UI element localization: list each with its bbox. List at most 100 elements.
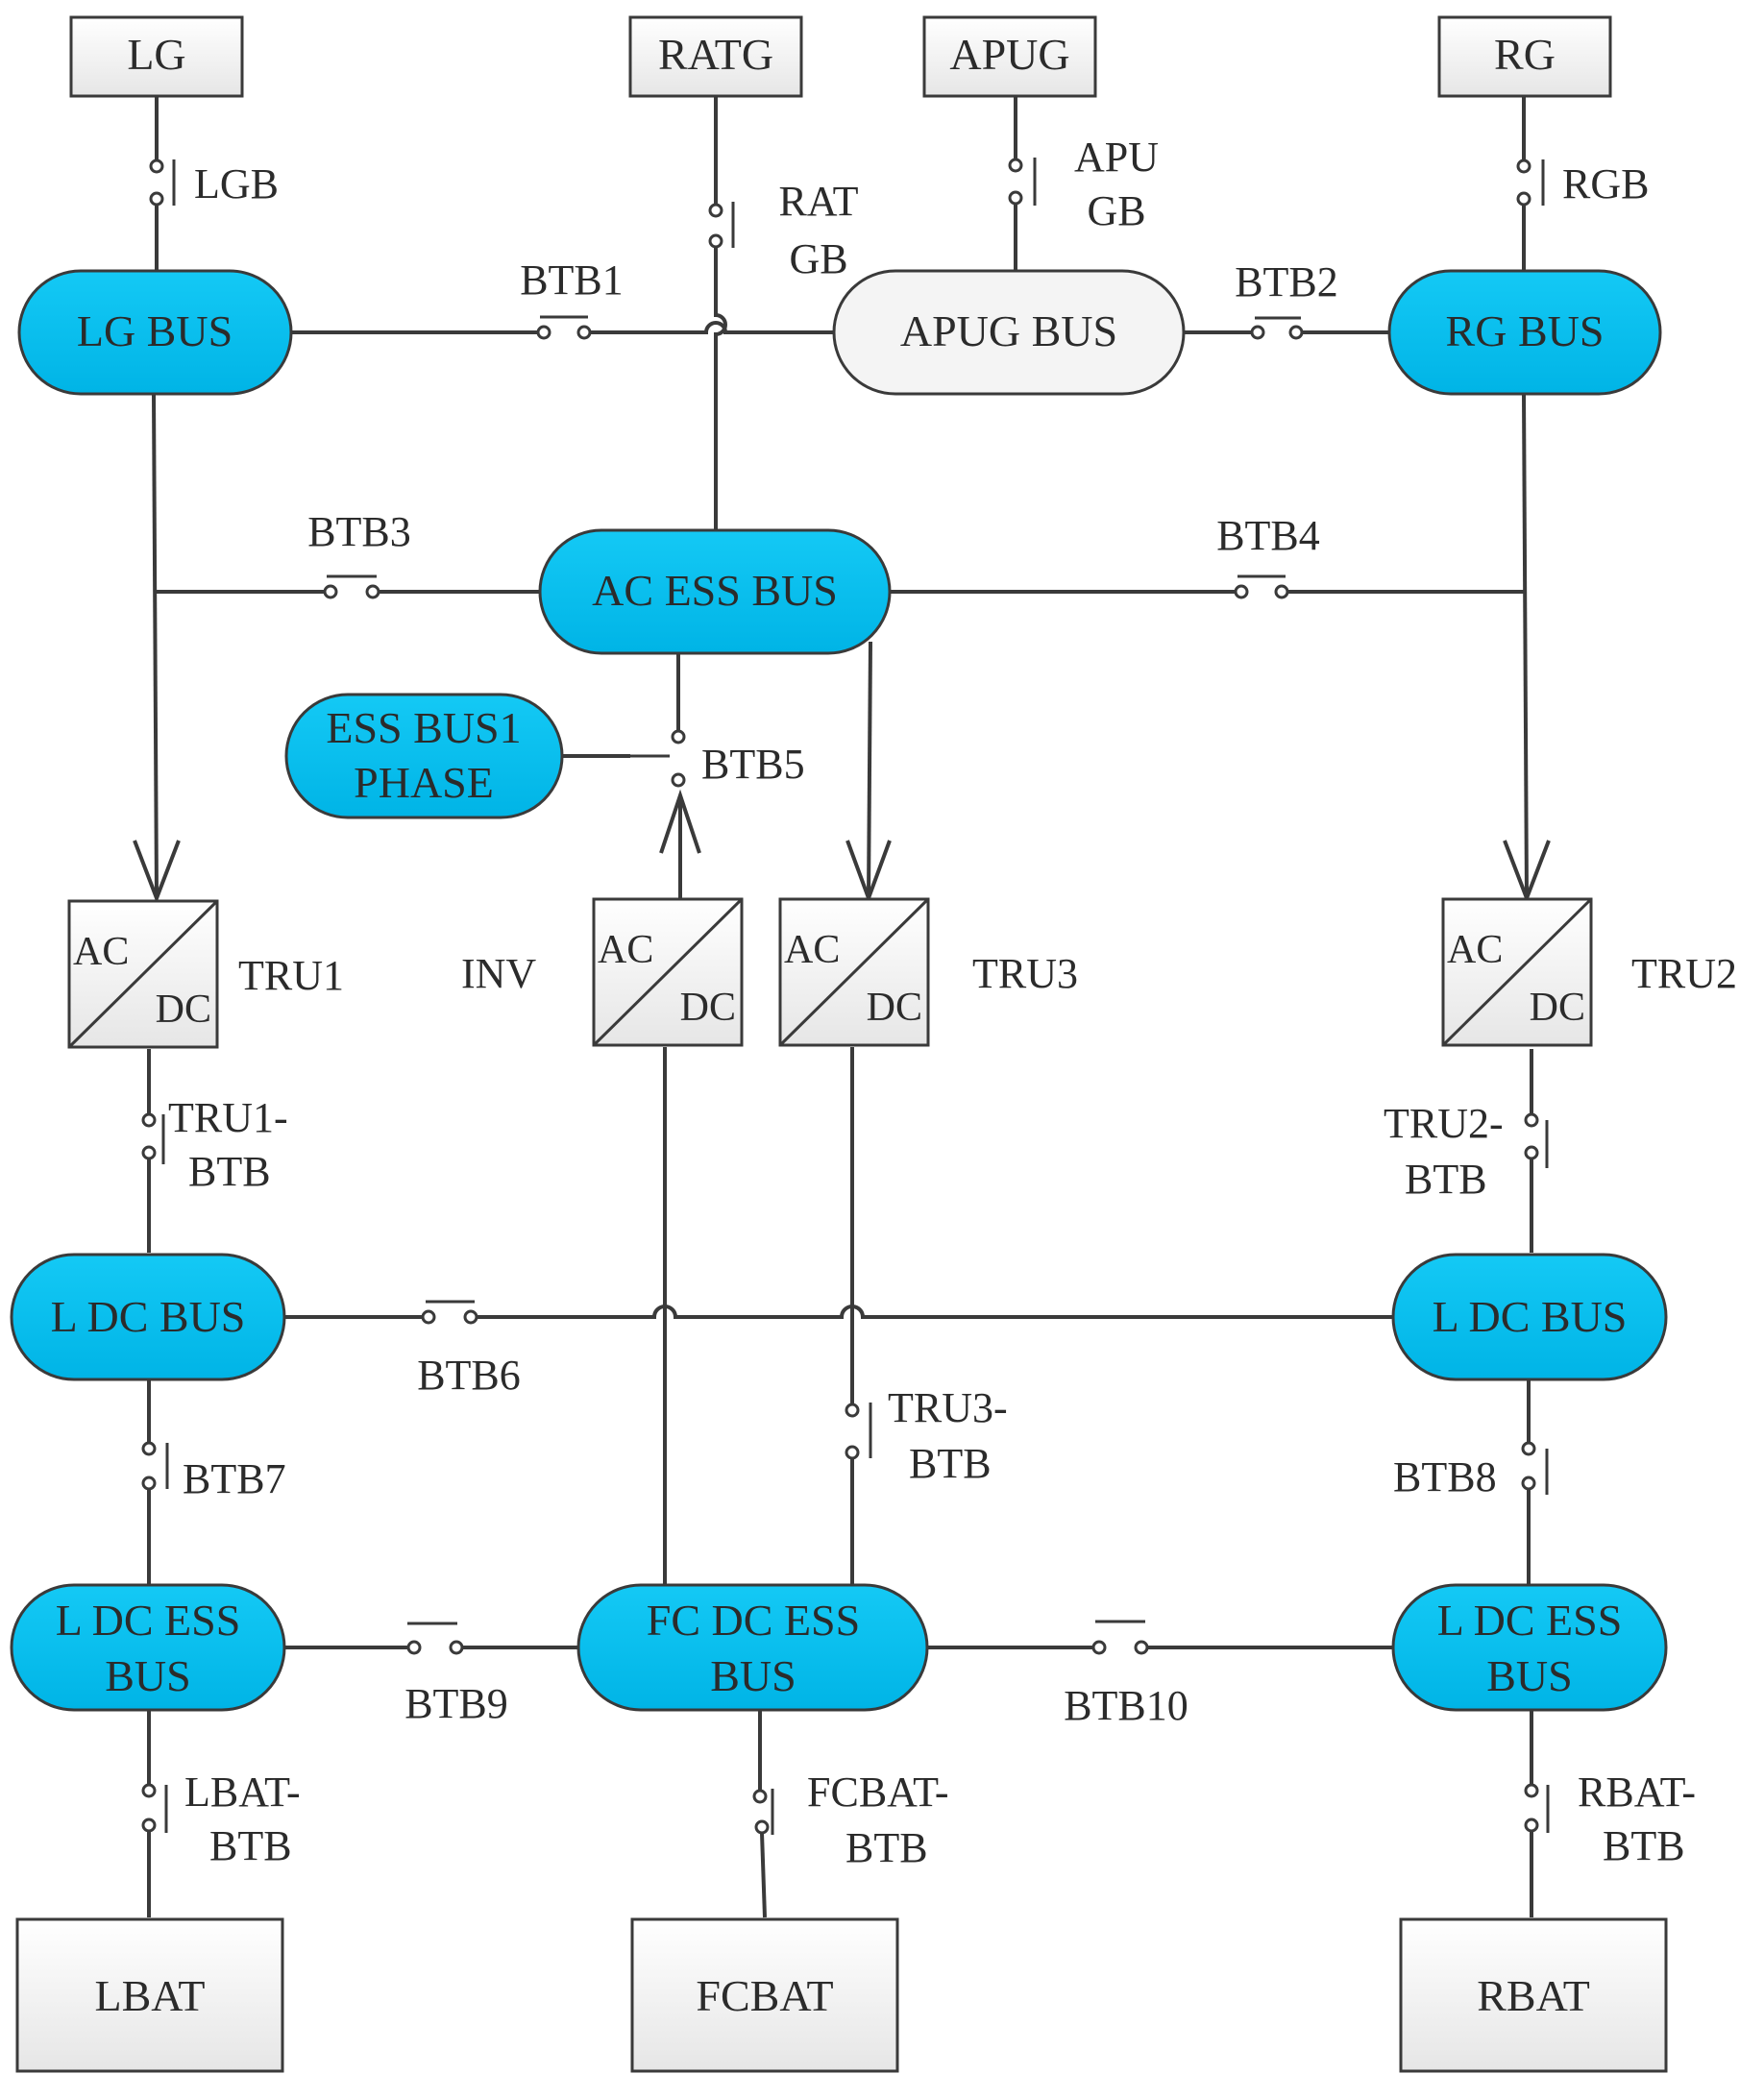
apug-bus-label: APUG BUS <box>900 306 1117 355</box>
source-ratg-label: RATG <box>658 30 773 79</box>
battery-lbat[interactable]: LBAT <box>15 1917 284 2073</box>
btb2-label: BTB2 <box>1235 258 1338 305</box>
converter-tru2[interactable]: AC DC <box>1441 897 1593 1047</box>
lbat-label: LBAT <box>95 1971 206 2020</box>
fcbat-btb-label-line2: BTB <box>845 1824 928 1871</box>
btb10-label: BTB10 <box>1064 1682 1188 1729</box>
breaker-rbat-btb-symbol[interactable] <box>1524 1783 1550 1833</box>
tru2-btb-label-line1: TRU2- <box>1384 1100 1504 1147</box>
btb9-label: BTB9 <box>404 1680 508 1727</box>
tru2-label: TRU2 <box>1631 950 1737 997</box>
breaker-btb9-symbol[interactable] <box>406 1622 464 1655</box>
btb8-label: BTB8 <box>1393 1453 1497 1500</box>
source-lg[interactable]: LG <box>69 15 244 98</box>
breaker-btb6-symbol[interactable] <box>421 1300 478 1325</box>
breaker-lbat-btb-symbol[interactable] <box>141 1783 168 1833</box>
converter-tru3[interactable]: AC DC <box>778 897 930 1047</box>
rbat-btb-label-line1: RBAT- <box>1578 1769 1696 1816</box>
lbat-btb-label-line2: BTB <box>209 1822 292 1869</box>
l-dc-bus-label: L DC BUS <box>51 1292 246 1341</box>
ac-ess-bus[interactable]: AC ESS BUS <box>538 528 892 655</box>
l-dc-bus[interactable]: L DC BUS <box>10 1253 286 1381</box>
lg-bus[interactable]: LG BUS <box>17 269 293 396</box>
source-rg[interactable]: RG <box>1437 15 1612 98</box>
btb5-label: BTB5 <box>701 741 805 788</box>
converter-tru1[interactable]: AC DC <box>67 899 219 1049</box>
rbat-btb-label-line2: BTB <box>1603 1822 1685 1869</box>
r-dc-bus-label: L DC BUS <box>1433 1292 1628 1341</box>
btb3-label: BTB3 <box>307 508 411 555</box>
battery-rbat[interactable]: RBAT <box>1399 1917 1668 2073</box>
r-dc-ess-label-line1: L DC ESS <box>1437 1596 1623 1645</box>
breaker-btb2-symbol[interactable] <box>1250 316 1304 340</box>
fcbat-btb-label-line1: FCBAT- <box>807 1769 949 1816</box>
fc-dc-ess-bus[interactable]: FC DC ESS BUS <box>576 1583 929 1712</box>
breaker-btb3-symbol[interactable] <box>323 574 380 599</box>
btb1-label: BTB1 <box>520 256 624 304</box>
r-dc-ess-bus[interactable]: L DC ESS BUS <box>1391 1583 1668 1712</box>
breaker-btb8-symbol[interactable] <box>1521 1441 1549 1495</box>
converter-inv[interactable]: AC DC <box>592 897 744 1047</box>
breaker-btb10-symbol[interactable] <box>1091 1620 1149 1655</box>
l-dc-ess-label-line2: BUS <box>105 1651 190 1700</box>
l-dc-ess-label-line1: L DC ESS <box>56 1596 241 1645</box>
ratgb-label-line1: RAT <box>778 178 858 225</box>
breaker-tru2-btb-symbol[interactable] <box>1524 1112 1549 1168</box>
breaker-btb7-symbol[interactable] <box>141 1441 169 1491</box>
ac-ess-bus-label: AC ESS BUS <box>592 566 838 615</box>
apug-bus[interactable]: APUG BUS <box>832 269 1186 396</box>
tru3-btb-label-line1: TRU3- <box>888 1384 1008 1431</box>
breaker-fcbat-btb-symbol[interactable] <box>752 1789 774 1835</box>
r-dc-ess-label-line2: BUS <box>1486 1651 1572 1700</box>
tru1-btb-label-line2: BTB <box>188 1148 271 1195</box>
breaker-btb1-symbol[interactable] <box>536 315 592 340</box>
breaker-lgb-symbol[interactable] <box>149 159 176 207</box>
inv-dc-label: DC <box>680 986 736 1030</box>
fc-dc-ess-label-line1: FC DC ESS <box>647 1596 860 1645</box>
inv-ac-label: AC <box>598 928 653 972</box>
breaker-ratgb-symbol[interactable] <box>708 202 735 249</box>
r-dc-bus[interactable]: L DC BUS <box>1391 1253 1668 1381</box>
fc-dc-ess-label-line2: BUS <box>710 1651 796 1700</box>
lgb-label: LGB <box>194 160 279 207</box>
rgb-label: RGB <box>1562 160 1649 207</box>
tru1-ac-label: AC <box>73 930 129 974</box>
apugb-label-line1: APU <box>1074 134 1159 181</box>
tru2-dc-label: DC <box>1530 986 1585 1030</box>
breaker-tru1-btb-symbol[interactable] <box>141 1112 165 1164</box>
ratgb-label-line2: GB <box>789 235 847 282</box>
ess-bus1-label-line1: ESS BUS1 <box>326 703 521 752</box>
breaker-rgb-symbol[interactable] <box>1516 159 1545 207</box>
source-apug-label: APUG <box>949 30 1069 79</box>
l-dc-ess-bus[interactable]: L DC ESS BUS <box>10 1583 286 1712</box>
battery-fcbat[interactable]: FCBAT <box>630 1917 899 2073</box>
ess-bus1-phase[interactable]: ESS BUS1 PHASE <box>284 693 564 819</box>
breaker-btb4-symbol[interactable] <box>1234 574 1289 599</box>
btb6-label: BTB6 <box>417 1352 521 1399</box>
source-lg-label: LG <box>127 30 185 79</box>
lg-bus-label: LG BUS <box>77 306 233 355</box>
tru1-btb-label-line1: TRU1- <box>168 1094 288 1141</box>
source-rg-label: RG <box>1494 30 1556 79</box>
tru3-btb-label-line2: BTB <box>909 1440 992 1487</box>
apugb-label-line2: GB <box>1087 187 1145 234</box>
breaker-tru3-btb-symbol[interactable] <box>845 1403 872 1460</box>
tru2-btb-label-line2: BTB <box>1405 1156 1487 1203</box>
tru3-label: TRU3 <box>972 950 1078 997</box>
wires <box>133 96 1551 1918</box>
source-apug[interactable]: APUG <box>922 15 1097 98</box>
tru2-ac-label: AC <box>1447 928 1503 972</box>
btb7-label: BTB7 <box>183 1455 286 1502</box>
rg-bus-label: RG BUS <box>1446 306 1605 355</box>
fcbat-label: FCBAT <box>696 1971 833 2020</box>
tru3-ac-label: AC <box>784 928 840 972</box>
btb4-label: BTB4 <box>1216 512 1320 559</box>
breaker-btb5-symbol[interactable] <box>630 729 686 788</box>
rg-bus[interactable]: RG BUS <box>1387 269 1662 396</box>
tru3-dc-label: DC <box>867 986 922 1030</box>
source-ratg[interactable]: RATG <box>628 15 803 98</box>
breaker-apugb-symbol[interactable] <box>1008 158 1037 206</box>
inv-label: INV <box>461 950 536 997</box>
ess-bus1-label-line2: PHASE <box>354 758 494 807</box>
